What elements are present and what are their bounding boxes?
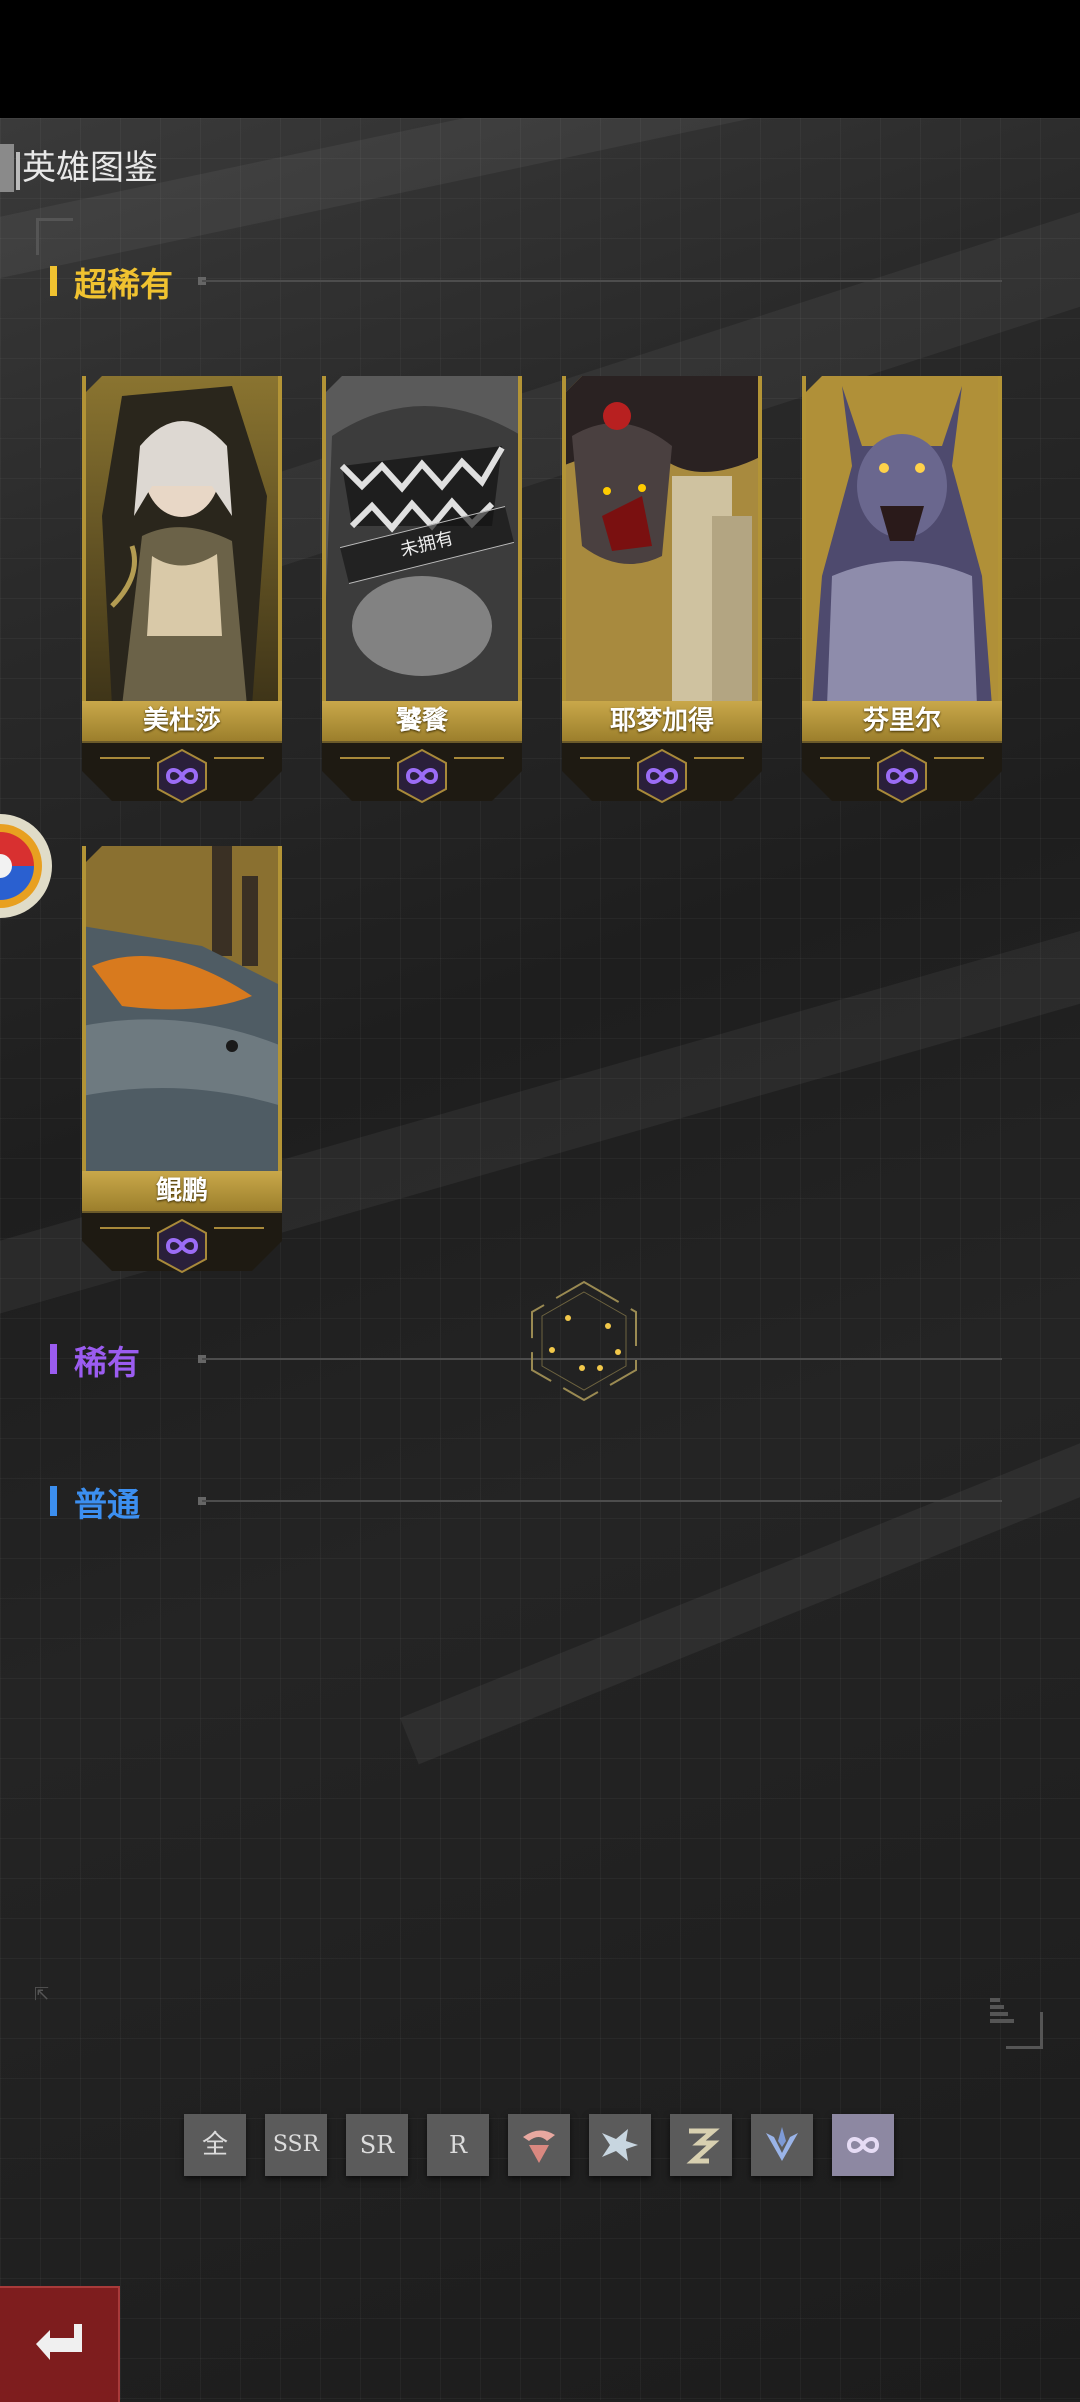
signal-bars-icon [990,1998,1014,2023]
filter-infinity-button[interactable] [832,2114,894,2176]
title-accent-line [16,152,20,190]
filter-faction-wolf-button[interactable] [589,2114,651,2176]
corner-bracket [36,218,73,255]
infinity-icon [846,2137,880,2153]
section-divider [202,280,1002,282]
hero-portrait [82,376,282,706]
corner-bracket [1006,2012,1043,2049]
filter-faction-red-button[interactable] [508,2114,570,2176]
hero-name: 鲲鹏 [82,1171,282,1211]
section-header-r: 普通 [50,1480,1002,1524]
section-header-sr: 稀有 [50,1338,1002,1382]
section-marker [50,266,57,296]
section-marker [50,1486,57,1516]
filter-faction-wing-button[interactable] [751,2114,813,2176]
hero-card-taotie[interactable]: 未拥有 饕餮 [322,376,522,804]
hero-card-fenrir[interactable]: 芬里尔 [802,376,1002,804]
section-divider [202,1500,1002,1502]
hero-portrait: 未拥有 [322,376,522,706]
filter-ssr-button[interactable]: SSR [265,2114,327,2176]
page-title: 英雄图鉴 [22,148,158,188]
infinity-emblem-icon [157,1218,207,1274]
section-label: 超稀有 [74,265,173,304]
hero-card-kunpeng[interactable]: 鲲鹏 [82,846,282,1274]
faction-wing-icon [766,2127,798,2161]
hero-name: 美杜莎 [82,701,282,741]
section-label: 普通 [74,1485,140,1524]
faction-wolf-icon [602,2129,638,2161]
section-divider [202,1358,1002,1360]
section-label: 稀有 [74,1343,140,1382]
hero-codex-page: 英雄图鉴 超稀有 美杜莎 [0,118,1080,2400]
filter-faction-beast-button[interactable] [670,2114,732,2176]
section-header-ssr: 超稀有 [50,260,1002,304]
hero-name: 芬里尔 [802,701,1002,741]
infinity-emblem-icon [637,748,687,804]
back-arrow-icon [36,2324,82,2360]
hero-portrait [82,846,282,1176]
infinity-emblem-icon [157,748,207,804]
section-marker [50,1344,57,1374]
filter-all-button[interactable]: 全 [184,2114,246,2176]
hero-portrait [802,376,1002,706]
corner-arrow-icon: ⇱ [34,1984,50,2005]
back-button[interactable] [0,2286,120,2402]
hero-card-medusa[interactable]: 美杜莎 [82,376,282,804]
hero-card-jormungandr[interactable]: 耶梦加得 [562,376,762,804]
filter-r-button[interactable]: R [427,2114,489,2176]
hero-name: 饕餮 [322,701,522,741]
status-bar [0,0,1080,118]
infinity-emblem-icon [877,748,927,804]
side-line [40,288,41,468]
faction-beast-icon [686,2128,720,2164]
loading-spinner-icon [531,1280,637,1402]
faction-red-icon [523,2130,555,2163]
title-accent [0,144,14,192]
hero-portrait [562,376,762,706]
infinity-emblem-icon [397,748,447,804]
hero-name: 耶梦加得 [562,701,762,741]
filter-sr-button[interactable]: SR [346,2114,408,2176]
floating-assistant-icon[interactable] [0,812,54,920]
